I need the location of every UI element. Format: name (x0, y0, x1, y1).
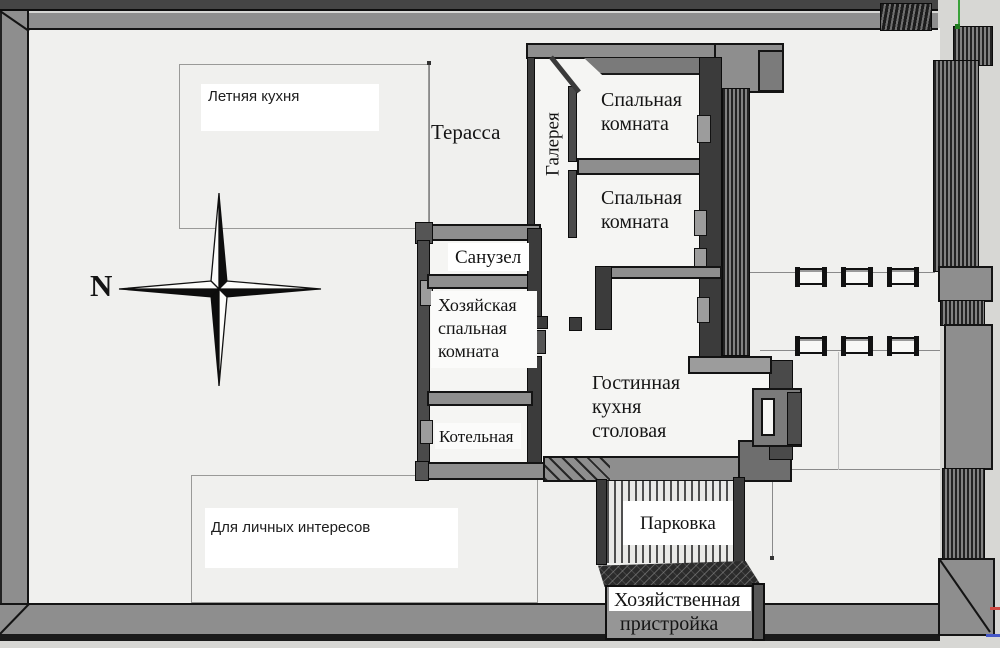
yard-line-lower (788, 469, 940, 470)
window-pilaster (694, 210, 707, 236)
house-north-wall-inner-face (584, 58, 714, 75)
master-boiler-wall (427, 391, 533, 406)
partition-stub (569, 317, 582, 331)
master-bedroom-line3: комната (438, 341, 500, 361)
site-gate-east-1 (933, 60, 979, 272)
wing-sw-corner (415, 461, 429, 481)
annex-label-line1: Хозяйственная (614, 589, 741, 611)
bedroom-top-line1: Спальная (601, 89, 682, 111)
master-bedroom-line2: спальная (438, 318, 507, 338)
annex-side-face (752, 583, 765, 641)
gallery-label: Галерея (542, 112, 564, 176)
site-corner-se (938, 558, 995, 636)
living-partition-wall (595, 266, 612, 330)
gallery-door-lower (568, 170, 577, 238)
yard-line-vert-c (772, 470, 773, 558)
site-wall-top (0, 13, 938, 30)
annex-label-line2: пристройка (620, 613, 719, 635)
bedroom-top-line2: комната (601, 113, 669, 135)
site-wall-top-outer (0, 0, 938, 11)
parking-label-box (623, 501, 733, 545)
carport-left-post (596, 479, 607, 565)
planter-bench (887, 267, 919, 287)
master-bedroom-label-box (431, 291, 537, 368)
site-wall-east-solid (944, 324, 993, 470)
personal-interests-outline (191, 475, 538, 603)
parking-label: Парковка (640, 513, 716, 534)
wing-door-panel (536, 330, 546, 354)
axis-green-dot (955, 24, 960, 29)
living-label: Гостинная кухня столовая (592, 371, 680, 443)
planter-bench (841, 267, 873, 287)
site-wall-bottom (0, 603, 940, 634)
yard-dot-c (770, 556, 774, 560)
bedrooms-east-wall-hatch (722, 88, 750, 356)
planter-bench (841, 336, 873, 356)
summer-kitchen-label: Летняя кухня (208, 88, 300, 105)
master-bedroom-line1: Хозяйская (438, 295, 517, 315)
stairs (545, 458, 610, 480)
east-entry-ledge (688, 356, 772, 374)
personal-interests-label-box (205, 508, 458, 568)
bedrooms-divider-wall (577, 158, 713, 175)
entry-porch-side (787, 392, 802, 445)
bathroom-south-wall (427, 274, 533, 289)
boiler-label-box (435, 423, 521, 449)
terrace-boundary-dot (427, 61, 431, 65)
site-wall-left (0, 11, 29, 633)
bathroom-label-box (448, 243, 529, 271)
site-wall-bottom-outer (0, 634, 940, 641)
wing-north-wall (417, 224, 541, 241)
annex-label-box (609, 587, 751, 611)
wing-south-wall (416, 462, 546, 480)
bedroom-bottom-line2: комната (601, 211, 669, 233)
site-gate-north (880, 3, 932, 31)
annex-roof (598, 561, 762, 587)
entry-porch-opening (761, 398, 775, 436)
bedroom-bottom-label: Спальная комната (601, 186, 682, 234)
living-line2: кухня (592, 396, 642, 418)
axis-red-tick (990, 607, 1000, 610)
personal-interests-label: Для личных интересов (211, 519, 371, 536)
wing-east-wall-lower (527, 356, 542, 478)
planter-bench (795, 267, 827, 287)
bedroom-bottom-line1: Спальная (601, 187, 682, 209)
site-gate-east-3 (942, 468, 985, 562)
planter-bench (795, 336, 827, 356)
terrace-boundary-line (429, 62, 430, 225)
house-ne-tower-step (758, 50, 784, 92)
yard-line-vert-b (838, 352, 839, 470)
living-line3: столовая (592, 420, 667, 442)
carport-right-post (733, 477, 745, 563)
bedroom2-south-wall (595, 266, 722, 279)
site-gate-east-2 (940, 300, 985, 326)
bedroom-top-label: Спальная комната (601, 88, 682, 136)
living-line1: Гостинная (592, 372, 681, 394)
window-pilaster (697, 297, 710, 323)
planter-bench (887, 336, 919, 356)
bathroom-label: Санузел (455, 247, 522, 268)
summer-kitchen-outline (179, 64, 429, 229)
summer-kitchen-label-box (201, 84, 379, 131)
master-bedroom-label: Хозяйская спальная комната (438, 294, 517, 363)
site-pilaster-east (938, 266, 993, 302)
axis-blue-tick (986, 634, 1000, 637)
boiler-label: Котельная (439, 427, 514, 446)
compass-north-label: N (90, 268, 113, 303)
axis-green-line (958, 0, 960, 27)
terrace-label: Терасса (431, 120, 501, 144)
site-corner-ne (953, 26, 993, 66)
window-pilaster (697, 115, 711, 143)
window-pilaster (420, 420, 433, 444)
